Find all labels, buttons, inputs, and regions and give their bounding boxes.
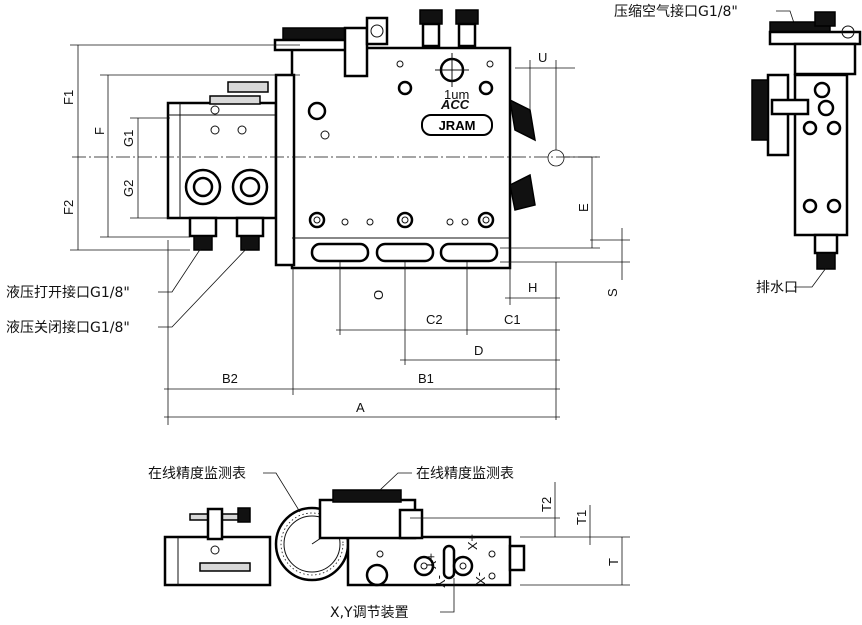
hydraulic-block [166,101,278,220]
top-x-plus: +X [465,534,480,551]
dim-B1: B1 [418,371,434,386]
um-mark: 1um [444,87,469,102]
port-right [231,168,269,206]
top-y-plus: +Y [424,553,439,570]
dim-G2: G2 [121,180,136,197]
dim-G1: G1 [121,130,136,147]
brand-text: JRAM [439,118,476,133]
dim-C1: C1 [504,312,521,327]
gauge-right-label: 在线精度监测表 [416,466,514,482]
brand-plate [421,114,493,136]
acc-mark: ACC [440,97,470,112]
dim-T2: T2 [539,497,554,512]
side-view: 压缩空气接口G1/8" 排水口 [614,3,862,296]
front-callouts: 液压打开接口G1/8" 液压关闭接口G1/8" [6,244,251,336]
dim-B2: B2 [222,371,238,386]
hydraulic-close-label: 液压关闭接口G1/8" [6,319,130,336]
dim-T1: T1 [574,510,589,525]
dim-F: F [92,127,107,135]
drain-label: 排水口 [756,280,798,296]
dim-C2: C2 [426,312,443,327]
dim-H: H [528,280,537,295]
dim-A: A [356,400,365,415]
front-dimensions: F1 F G1 G2 F2 U E S H [61,44,630,425]
dim-F2: F2 [61,200,76,215]
air-port-label: 压缩空气接口G1/8" [614,3,738,20]
top-view: +Y -Y +X -X T2 T1 T 在线精度监测表 在线精度监测表 X,Y调… [148,466,630,621]
top-y-minus: -Y [433,575,448,588]
dim-D: D [474,343,483,358]
dim-T: T [606,558,621,566]
main-body [290,46,512,270]
front-view: 1um ACC JRAM [166,9,565,270]
dim-S: S [605,288,620,297]
top-x-minus: -X [473,572,488,585]
dim-U: U [538,50,547,65]
dim-F1: F1 [61,90,76,105]
hydraulic-open-label: 液压打开接口G1/8" [6,284,130,301]
gauge-left-label: 在线精度监测表 [148,466,246,482]
top-body [346,535,512,587]
dim-O: O [371,290,386,300]
xy-adjust-label: X,Y调节装置 [330,605,409,621]
port-left [184,168,222,206]
dim-E: E [576,203,591,212]
